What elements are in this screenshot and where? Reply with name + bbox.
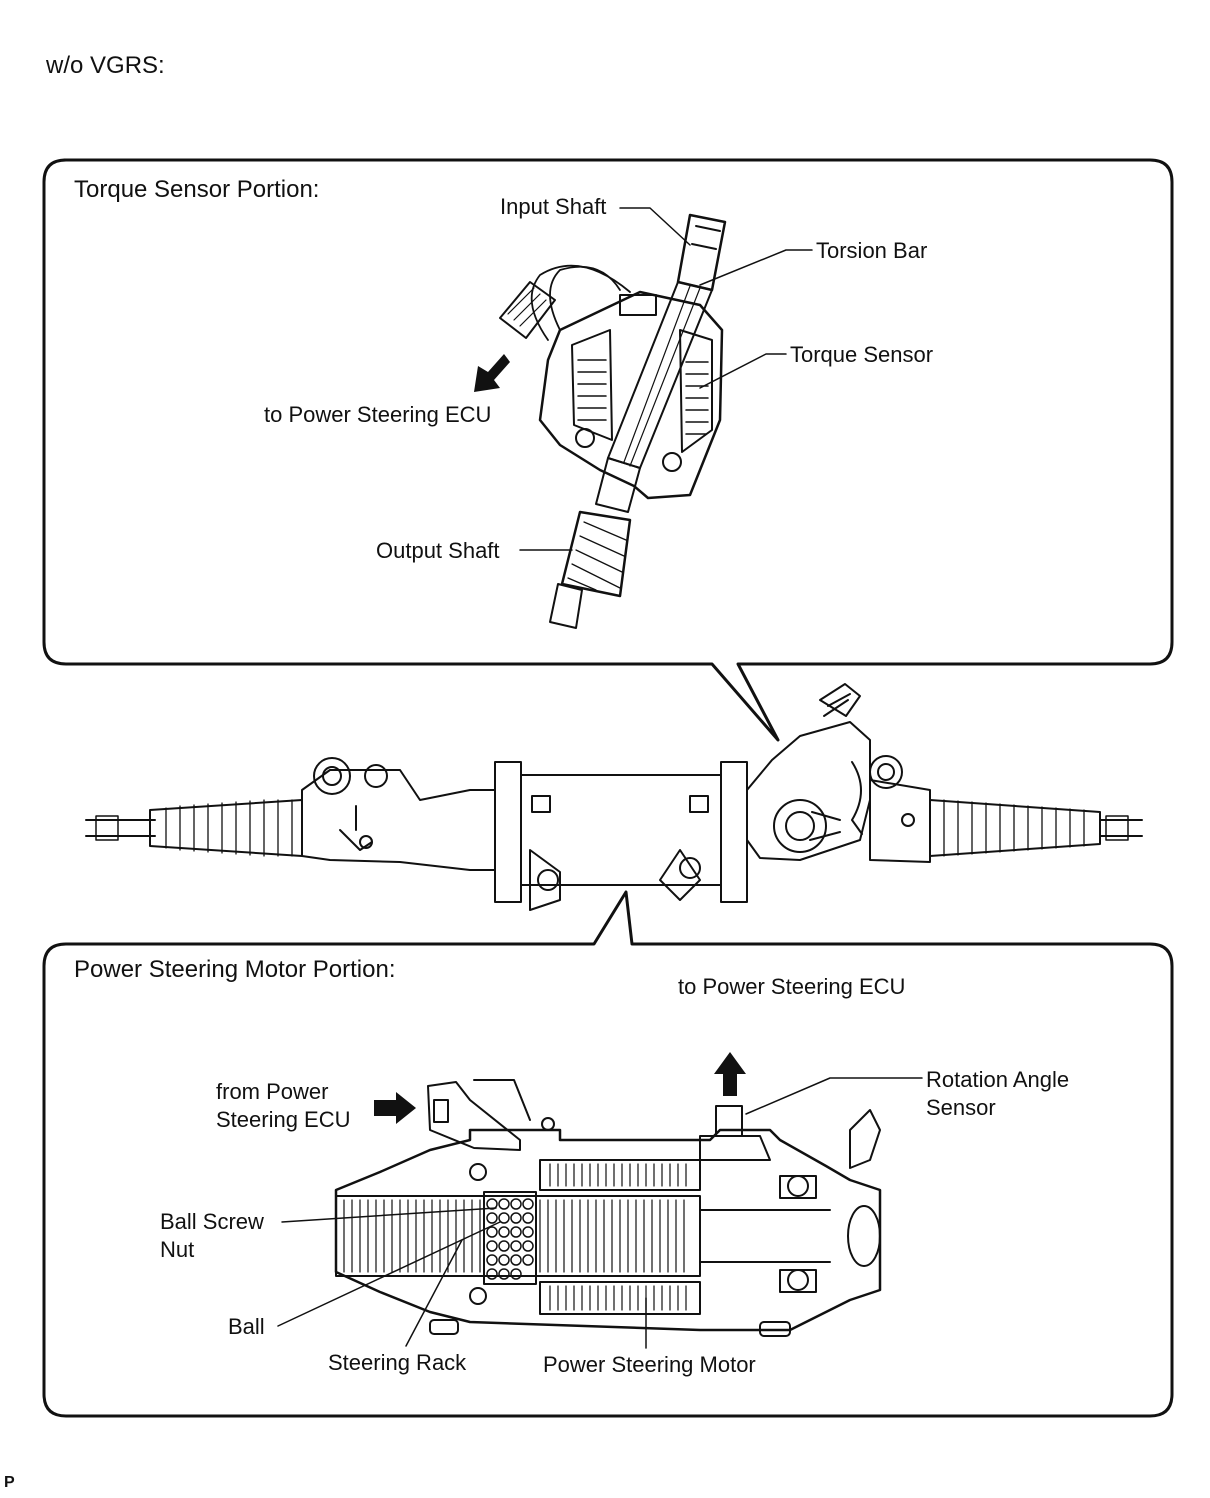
rotation-angle-sensor-leader	[745, 1077, 923, 1115]
motor-connector	[427, 1081, 521, 1151]
power-steering-motor-label: Power Steering Motor	[543, 1352, 756, 1377]
torque-connector	[499, 281, 556, 339]
torque-panel-frame	[42, 158, 1174, 742]
ball-screw-nut-leader	[281, 1207, 497, 1223]
left-boot	[149, 799, 303, 857]
torsion-bar-body	[607, 281, 713, 469]
from-ecu-label: from Power Steering ECU	[216, 1079, 351, 1132]
motor-panel-title: Power Steering Motor Portion:	[74, 956, 396, 983]
torsion-bar-label: Torsion Bar	[816, 238, 928, 263]
output-shaft-label: Output Shaft	[376, 538, 500, 563]
torque-panel-title: Torque Sensor Portion:	[74, 176, 320, 203]
ball-label: Ball	[228, 1314, 265, 1339]
torque-sensor-label: Torque Sensor	[790, 342, 934, 367]
steering-rack-leader	[405, 1239, 463, 1347]
steering-gear-assembly	[85, 683, 1143, 911]
to-ecu-label-bottom: to Power Steering ECU	[678, 974, 906, 999]
ball-leader	[277, 1221, 501, 1327]
arrow-right-icon	[374, 1092, 416, 1124]
arrow-left-down-icon	[474, 354, 510, 392]
steering-rack-label: Steering Rack	[328, 1350, 467, 1375]
ball-screw-nut-label: Ball Screw Nut	[160, 1209, 264, 1262]
motor-cutaway	[334, 1079, 882, 1337]
footer-mark: P	[4, 1474, 15, 1491]
page-heading: w/o VGRS:	[46, 52, 165, 79]
input-shaft-leader	[619, 207, 691, 246]
steering-rack-body	[335, 1195, 701, 1277]
torsion-bar-leader	[699, 249, 813, 286]
torque-sensor-assembly	[499, 213, 727, 629]
balls	[486, 1198, 534, 1280]
input-shaft-label: Input Shaft	[500, 194, 607, 219]
motor-housing	[494, 761, 522, 903]
motor-panel-frame	[42, 890, 1174, 1418]
rotation-angle-sensor-label: Rotation Angle Sensor	[926, 1067, 1070, 1120]
torque-sensor-leader	[699, 353, 787, 389]
to-ecu-label-top: to Power Steering ECU	[264, 402, 492, 427]
output-shaft-body	[595, 457, 641, 513]
arrow-up-icon	[714, 1052, 746, 1096]
right-boot	[929, 799, 1101, 857]
ball-screw-nut-body	[483, 1191, 537, 1285]
